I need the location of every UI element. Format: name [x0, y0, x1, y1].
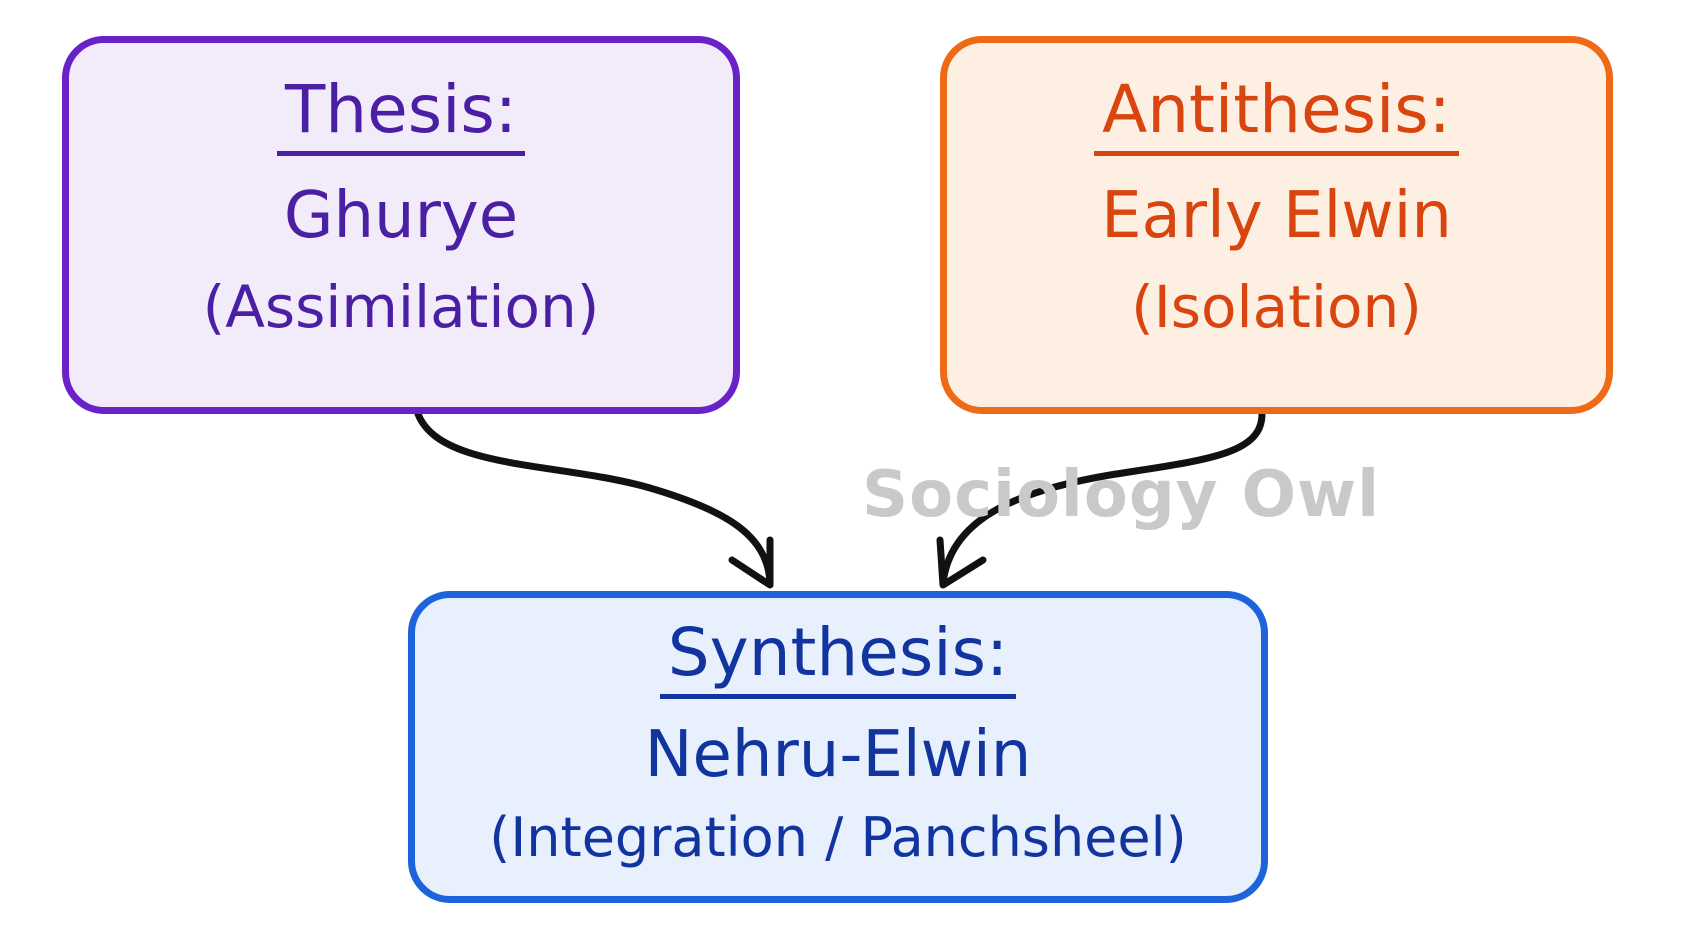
antithesis-name: Early Elwin [1101, 179, 1452, 253]
synthesis-description: (Integration / Panchsheel) [489, 806, 1187, 869]
synthesis-name: Nehru-Elwin [644, 718, 1032, 792]
thesis-arrowhead [728, 536, 774, 589]
watermark: Sociology Owl [862, 458, 1381, 532]
thesis-heading: Thesis: [276, 77, 526, 156]
antithesis-heading: Antithesis: [1094, 77, 1459, 156]
antithesis-box: Antithesis: Early Elwin (Isolation) [940, 36, 1613, 414]
thesis-name: Ghurye [283, 179, 519, 253]
synthesis-heading: Synthesis: [659, 620, 1017, 699]
synthesis-box: Synthesis: Nehru-Elwin (Integration / Pa… [408, 591, 1268, 903]
antithesis-description: (Isolation) [1131, 273, 1422, 341]
thesis-description: (Assimilation) [202, 273, 600, 341]
antithesis-arrowhead [936, 536, 987, 589]
thesis-to-synthesis-arrow [414, 410, 774, 587]
thesis-box: Thesis: Ghurye (Assimilation) [62, 36, 740, 414]
antithesis-to-synthesis-arrow [939, 410, 1266, 587]
